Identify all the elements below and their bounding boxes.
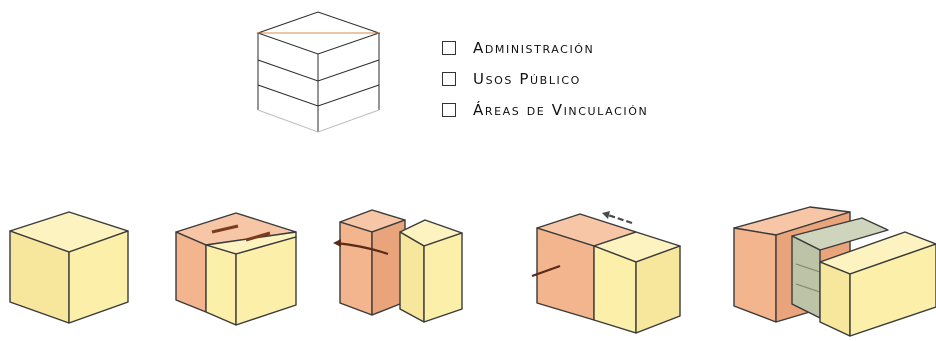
legend-label-administracion: Administración (473, 38, 595, 57)
wireframe-stack (256, 11, 381, 133)
cube-2-arrow-1 (211, 224, 239, 234)
cube-2-right-yellow (235, 236, 297, 326)
legend: Administración Usos Público Áreas de Vin… (442, 32, 648, 125)
cube-5-yellow-left (819, 261, 851, 337)
cube-5-yellow-front (849, 243, 936, 337)
cube-2-arrow-2 (245, 231, 271, 242)
cube-1-yellow (9, 211, 129, 324)
cube-5-three-part (733, 206, 936, 337)
cube-5-green-front (791, 235, 821, 319)
legend-item-usos-publico: Usos Público (442, 63, 648, 94)
cube-3-yellow-left (399, 231, 425, 323)
legend-item-areas-vinculacion: Áreas de Vinculación (442, 94, 648, 125)
legend-swatch-areas-vinculacion (442, 102, 456, 117)
cube-2-front-orange (175, 231, 207, 313)
cube-5-green-line-2 (795, 283, 821, 293)
cube-5-green-line-1 (795, 263, 821, 273)
legend-item-administracion: Administración (442, 32, 648, 63)
cube-4-arrow-side (531, 264, 561, 278)
legend-swatch-usos-publico (442, 71, 456, 86)
cube-5-orange-front (733, 227, 777, 323)
cube-4-offset (531, 211, 681, 334)
cube-3-arrowhead (333, 239, 341, 247)
cube-2-split (175, 212, 297, 326)
legend-label-areas-vinculacion: Áreas de Vinculación (473, 100, 649, 119)
cube-4-yellow-left (593, 245, 637, 334)
legend-swatch-administracion (442, 40, 456, 55)
cube-4-yellow-right (635, 245, 681, 334)
legend-label-usos-publico: Usos Público (473, 69, 581, 88)
stack-base-line (257, 109, 380, 133)
cube-4-arrowhead-top (602, 211, 610, 219)
cube-3-separated (333, 209, 463, 323)
cube-2-front-yellow (205, 244, 237, 326)
stack-floor-line-2 (257, 84, 380, 107)
stack-floor-line-1 (257, 59, 380, 82)
cube-3-orange-left (339, 221, 373, 316)
cube-3-yellow-right (423, 232, 463, 323)
cube-1-right (68, 230, 129, 324)
cube-4-arrow-top (607, 213, 633, 225)
